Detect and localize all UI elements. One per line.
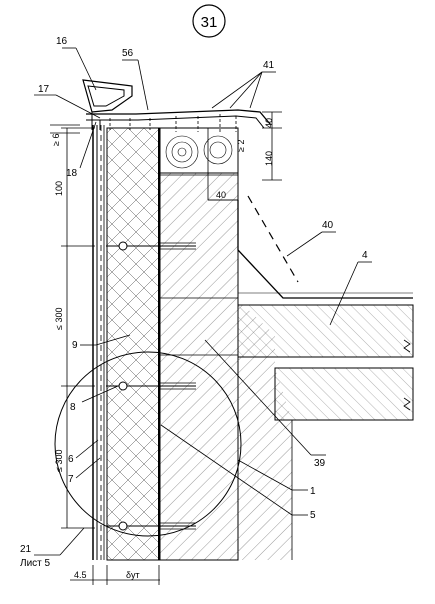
- parapet-coping: [82, 79, 271, 132]
- callout-40: 40: [322, 220, 334, 231]
- insulation-layer: [106, 127, 160, 561]
- callout-5: 5: [310, 510, 316, 521]
- dim-min2: ≥ 2: [236, 140, 246, 152]
- floor-slabs: [237, 304, 414, 421]
- facade-cladding: [92, 125, 105, 560]
- callout-17: 17: [38, 84, 50, 95]
- parapet-insulation-blocks: [159, 127, 239, 201]
- callout-9: 9: [72, 340, 78, 351]
- leader-lines: [34, 47, 372, 556]
- callout-1: 1: [310, 486, 316, 497]
- dim-40-top: 40: [264, 118, 274, 128]
- dimension-labels: ≥ 6 100 ≤ 300 ≤ 300 40 140 40 ≥ 2 4.5 δу…: [51, 118, 274, 580]
- detail-view-outline: [54, 351, 242, 537]
- anchors: [106, 241, 196, 531]
- callout-39: 39: [314, 458, 326, 469]
- anchor-3: [106, 521, 196, 531]
- callout-4: 4: [362, 250, 368, 261]
- dim-40-mid: 40: [216, 190, 226, 200]
- callout-41: 41: [263, 60, 275, 71]
- dimension-lines: [50, 111, 282, 585]
- sheet-number: 31: [201, 14, 218, 31]
- callout-18: 18: [66, 168, 78, 179]
- callout-16: 16: [56, 36, 68, 47]
- anchor-1: [106, 241, 196, 251]
- dim-le300-lower: ≤ 300: [54, 450, 64, 472]
- dim-140: 140: [264, 151, 274, 166]
- callout-6: 6: [68, 454, 74, 465]
- callout-56: 56: [122, 48, 134, 59]
- sheet-number-badge: 31: [192, 4, 226, 38]
- roof-membrane: [237, 195, 413, 299]
- callout-8: 8: [70, 402, 76, 413]
- dim-le300-upper: ≤ 300: [54, 308, 64, 330]
- dim-ge6: ≥ 6: [51, 134, 61, 146]
- dim-4-5: 4.5: [74, 570, 87, 580]
- callout-labels: 16 56 41 17 18 40 4 9 8 6 7 39 1 5: [38, 36, 368, 521]
- dim-100: 100: [54, 181, 64, 196]
- sheet-reference: 21 Лист 5: [20, 544, 51, 569]
- anchor-2: [106, 381, 196, 391]
- reference-number: 21: [20, 544, 32, 555]
- callout-7: 7: [68, 474, 74, 485]
- reference-sheet: Лист 5: [20, 558, 51, 569]
- dim-delta-ut: δут: [126, 570, 140, 580]
